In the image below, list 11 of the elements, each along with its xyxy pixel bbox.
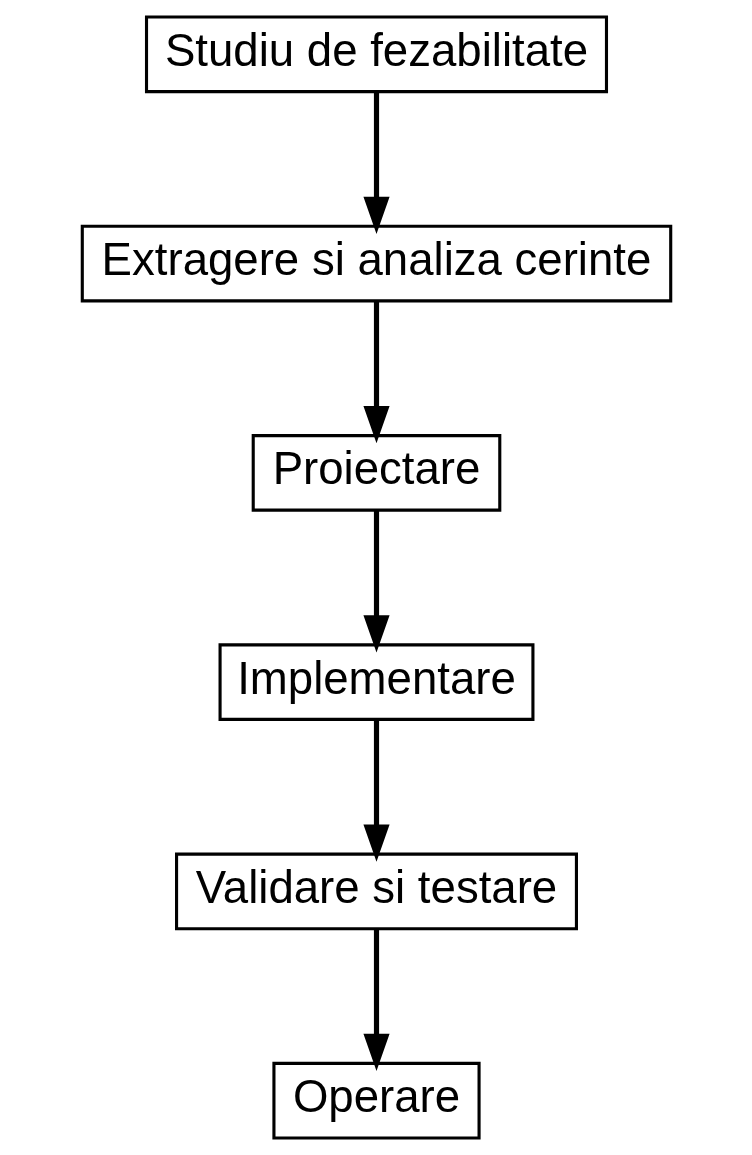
node-box: Operare bbox=[271, 1061, 481, 1140]
node-box: Proiectare bbox=[251, 434, 501, 512]
arrow bbox=[362, 719, 390, 862]
arrow bbox=[362, 301, 390, 444]
node-box: Studiu de fezabilitate bbox=[144, 15, 608, 94]
node-box: Implementare bbox=[218, 643, 534, 721]
node-box: Extragere si analiza cerinte bbox=[80, 224, 672, 303]
arrow bbox=[362, 92, 390, 235]
arrow bbox=[362, 929, 390, 1072]
node-box: Validare si testare bbox=[174, 852, 578, 931]
arrow bbox=[362, 510, 390, 653]
